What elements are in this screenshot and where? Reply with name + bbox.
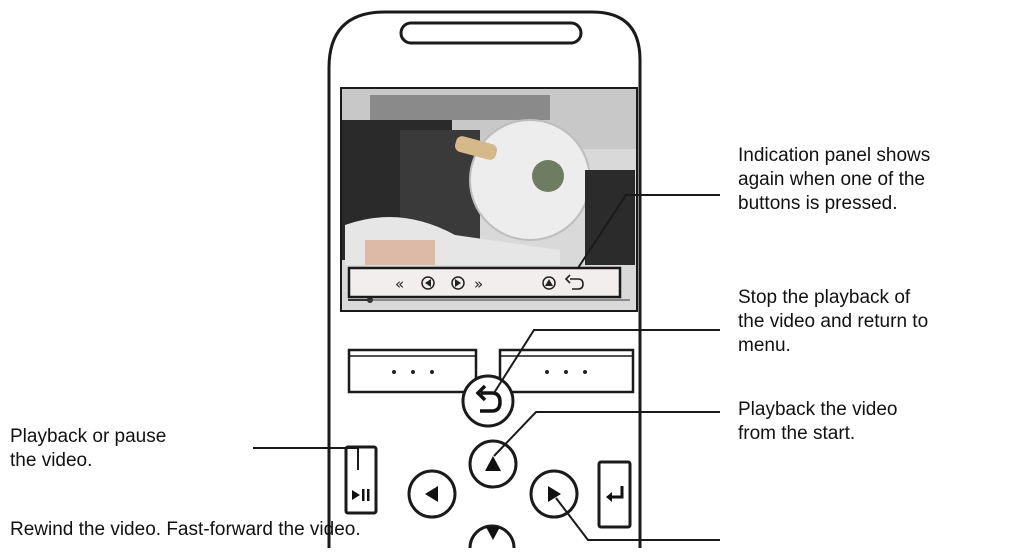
indication-panel: « » xyxy=(347,266,622,299)
enter-button[interactable] xyxy=(597,460,632,529)
up-button[interactable] xyxy=(468,439,518,489)
leader-line-indication-panel xyxy=(577,194,720,269)
indication-panel-annotation: Indication panel shows again when one of… xyxy=(738,145,931,214)
video-screen xyxy=(340,87,638,312)
triangle-up-icon xyxy=(485,456,501,471)
enter-icon xyxy=(608,486,624,499)
soft-key-left[interactable] xyxy=(347,348,478,394)
up-indicator-icon xyxy=(542,276,556,290)
right-button[interactable] xyxy=(529,469,579,519)
triangle-left-icon xyxy=(425,486,438,502)
device-body xyxy=(327,10,642,548)
stop-playback-annotation: Stop the playback of the video and retur… xyxy=(738,287,929,356)
return-indicator-icon xyxy=(570,278,584,290)
down-button[interactable] xyxy=(468,524,516,549)
playback-start-annotation: Playback the video from the start. xyxy=(738,399,898,444)
leader-line-fast-forward xyxy=(555,497,720,541)
leader-line-play-pause xyxy=(253,447,359,470)
play-pause-button[interactable] xyxy=(344,445,378,515)
left-indicator-icon xyxy=(421,276,435,290)
left-button[interactable] xyxy=(407,469,457,519)
leader-line-stop-playback xyxy=(493,329,720,394)
play-pause-icon xyxy=(352,489,370,501)
speaker-slot xyxy=(399,21,583,45)
return-arrow-icon xyxy=(480,391,502,413)
triangle-right-icon xyxy=(548,486,561,502)
rewind-indicator-icon: « xyxy=(395,275,404,293)
soft-key-right[interactable] xyxy=(498,348,635,394)
rewind-forward-annotation: Rewind the video. Fast-forward the video… xyxy=(10,519,361,540)
right-indicator-icon xyxy=(451,276,465,290)
playback-pause-annotation: Playback or pause the video. xyxy=(10,426,167,471)
forward-indicator-icon: » xyxy=(474,275,483,293)
leader-line-playback-start xyxy=(493,411,720,457)
triangle-down-icon xyxy=(486,527,500,540)
return-button[interactable] xyxy=(461,374,515,428)
